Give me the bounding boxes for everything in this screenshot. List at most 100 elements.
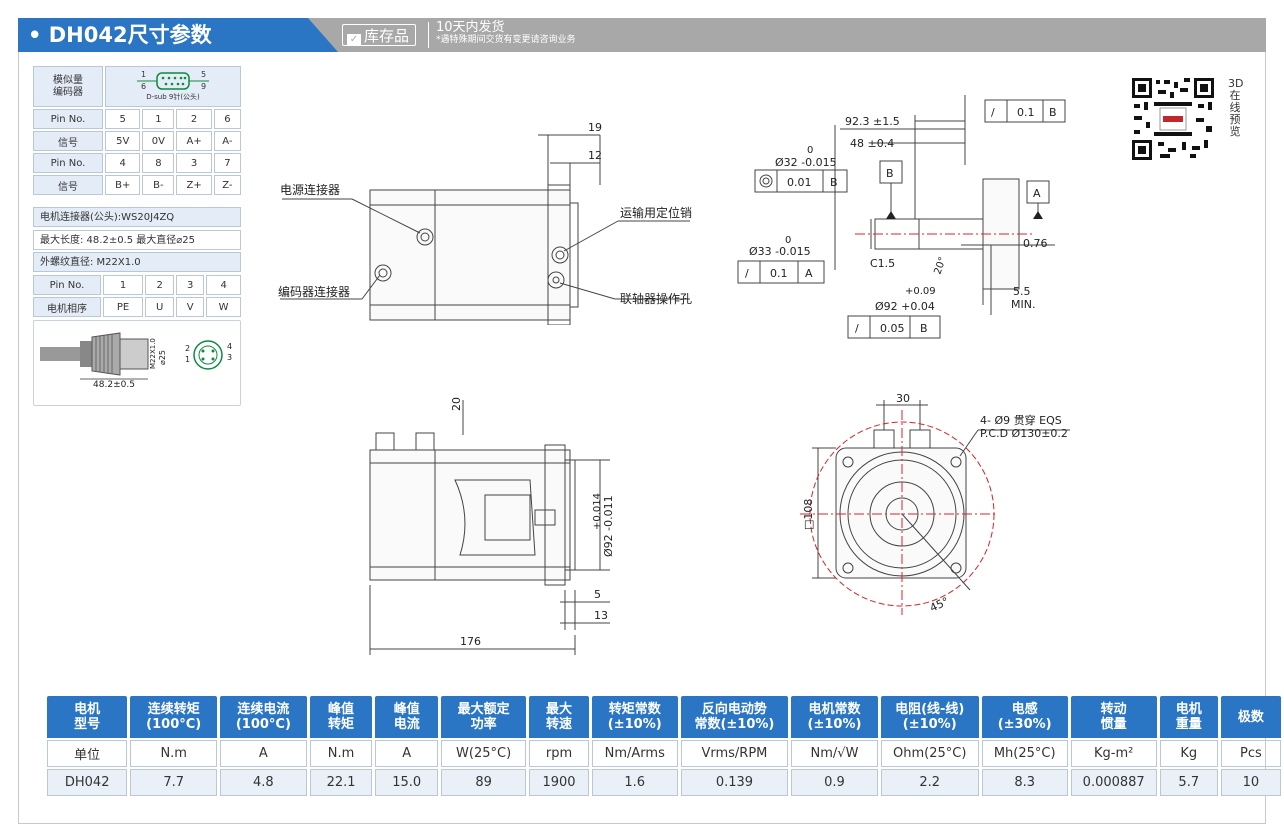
spec-unit-cell: Vrms/RPM [680, 740, 789, 767]
cell: B- [142, 175, 175, 195]
datum-ref: B [830, 176, 838, 189]
stock-icon: ✓ [347, 34, 361, 46]
svg-text:6: 6 [141, 82, 146, 91]
pin-label: 3 [227, 353, 232, 362]
stock-badge: ✓库存品 [342, 24, 417, 46]
spec-value-cell: 89 [441, 769, 527, 796]
dim-33-upper: 0 [785, 235, 791, 246]
cell: 2 [176, 109, 212, 129]
dim-92-upper: +0.09 [905, 286, 936, 297]
qr-code-icon[interactable] [1130, 76, 1216, 162]
spec-unit-cell: Nm/Arms [591, 740, 678, 767]
tolerance-4: 0.05 [880, 322, 905, 335]
pin-label: 2 [185, 344, 190, 353]
spec-header-cell: 电机常数 (±10%) [791, 696, 878, 738]
spec-header-cell: 转动 惯量 [1070, 696, 1157, 738]
encoder-row: 信号 B+B-Z+Z- [33, 175, 241, 195]
spec-header-cell: 连续转矩 (100°C) [130, 696, 218, 738]
svg-text:/: / [745, 267, 749, 280]
dim-92: Ø92 +0.04 [875, 300, 935, 313]
cell: 0V [142, 131, 175, 151]
cell: V [176, 297, 205, 317]
datum-b: B [886, 167, 894, 180]
spec-value-cell: 10 [1220, 769, 1281, 796]
svg-text:5: 5 [201, 70, 206, 79]
cell: 5 [105, 109, 141, 129]
flange-view-drawing: 30 4- Ø9 贯穿 EQS P.C.D Ø130±0.2 □108 45° [800, 392, 1070, 615]
spec-header-row: 电机 型号连续转矩 (100°C)连续电流 (100°C)峰值 转矩峰值 电流最… [47, 696, 1281, 738]
cell: U [145, 297, 175, 317]
chamfer-label: C1.5 [870, 257, 895, 270]
row-label: Pin No. [33, 275, 101, 295]
qr-3d-preview-label[interactable]: 3D在线预览 [1228, 77, 1244, 138]
dim-30: 30 [896, 392, 910, 405]
spec-value-cell: 0.9 [791, 769, 878, 796]
dsub-label: D-sub 9针(公头) [146, 92, 200, 101]
datum-ref: A [805, 267, 813, 280]
thread-label: M22X1.0 [149, 338, 157, 369]
spec-unit-cell: Pcs [1220, 740, 1281, 767]
spec-header-cell: 最大 转速 [529, 696, 589, 738]
dim-33: Ø33 -0.015 [749, 245, 811, 258]
dim-0-76: 0.76 [1023, 237, 1048, 250]
motor-connector-length: 最大长度: 48.2±0.5 最大直径⌀25 [33, 230, 241, 250]
cable-connector-diagram: 48.2±0.5 M22X1.0 ⌀25 2 1 4 3 [40, 332, 232, 390]
header-divider [428, 22, 429, 48]
svg-text:9: 9 [201, 82, 206, 91]
spec-value-cell: 2.2 [880, 769, 979, 796]
dim-176: 176 [460, 635, 481, 648]
spec-header-cell: 转矩常数 (±10%) [591, 696, 678, 738]
cell: 7 [213, 153, 241, 173]
datum-ref: B [1049, 106, 1057, 119]
spec-header-cell: 峰值 电流 [375, 696, 439, 738]
spec-unit-cell: N.m [309, 740, 373, 767]
delivery-note: *遇特殊期间交货有变更请咨询业务 [436, 35, 576, 45]
min-label: MIN. [1011, 298, 1035, 311]
stock-label: 库存品 [364, 27, 410, 45]
dim-32: Ø32 -0.015 [775, 156, 837, 169]
spec-value-cell: 15.0 [375, 769, 439, 796]
spec-unit-cell: A [375, 740, 439, 767]
row-label: 信号 [33, 131, 103, 151]
row-label: 电机相序 [33, 297, 101, 317]
spec-value-cell: 1900 [529, 769, 589, 796]
pcd-spec: P.C.D Ø130±0.2 [980, 427, 1068, 440]
tolerance-3: 0.1 [770, 267, 788, 280]
spec-header-cell: 电阻(线-线) (±10%) [880, 696, 979, 738]
spec-header-cell: 最大额定 功率 [441, 696, 527, 738]
dim-92-bottom: Ø92 -0.011 [602, 495, 615, 557]
svg-text:/: / [991, 106, 995, 119]
cell: 2 [145, 275, 175, 295]
angle-20: 20° [932, 256, 948, 276]
cell: Z+ [176, 175, 212, 195]
encoder-connector-label: 编码器连接器 [278, 284, 350, 299]
spec-header-cell: 电机 重量 [1159, 696, 1218, 738]
dim-19: 19 [588, 121, 602, 134]
svg-text:/: / [855, 322, 859, 335]
dim-92-3: 92.3 ±1.5 [845, 115, 900, 128]
spec-header-cell: 电机 型号 [47, 696, 128, 738]
tolerance-1: 0.1 [1017, 106, 1035, 119]
spec-value-cell: 1.6 [591, 769, 678, 796]
dim-5-5: 5.5 [1013, 285, 1031, 298]
cell: 4 [105, 153, 141, 173]
coupler-hole-label: 联轴器操作孔 [620, 291, 692, 306]
cell: Z- [213, 175, 241, 195]
dim-20: 20 [450, 397, 463, 411]
spec-unit-cell: A [220, 740, 307, 767]
spec-header-cell: 极数 [1220, 696, 1281, 738]
side-view-drawing: 19 12 电源连接器 编码器连接器 运输用定位销 联轴器操作孔 [278, 121, 692, 325]
cell: W [206, 297, 241, 317]
diameter-label: ⌀25 [158, 350, 167, 365]
spec-value-cell: 5.7 [1159, 769, 1218, 796]
spec-unit-cell: Ohm(25°C) [880, 740, 979, 767]
cell: 3 [176, 275, 205, 295]
datum-ref: B [920, 322, 928, 335]
dim-12: 12 [588, 149, 602, 162]
row-label: 信号 [33, 175, 103, 195]
